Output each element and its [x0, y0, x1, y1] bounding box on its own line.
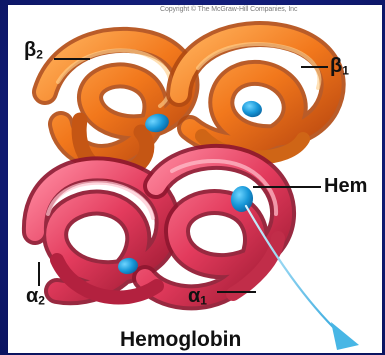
beta1-leader-line — [301, 66, 328, 68]
alpha1-label: α1 — [188, 286, 207, 306]
alpha1-label-subscript: 1 — [200, 293, 207, 307]
beta1-label: β1 — [330, 56, 349, 76]
hemoglobin-caption: Hemoglobin — [120, 329, 241, 350]
heme-label: Hem — [324, 176, 367, 196]
alpha1-leader-line — [217, 291, 256, 293]
alpha1-label-letter: α — [188, 285, 200, 307]
alpha2-label-subscript: 2 — [38, 293, 45, 307]
beta2-leader-line — [54, 58, 90, 60]
beta1-label-subscript: 1 — [342, 63, 349, 77]
alpha-chains — [35, 157, 283, 298]
beta1-label-letter: β — [330, 55, 342, 77]
alpha2-leader-line — [38, 262, 40, 286]
heme-leader-line — [253, 186, 321, 188]
alpha2-label: α2 — [26, 286, 45, 306]
beta2-label-letter: β — [24, 39, 36, 61]
beta1-chain-front — [179, 34, 333, 145]
heme-group-beta1 — [241, 99, 264, 119]
beta2-label-subscript: 2 — [36, 47, 43, 61]
heme-arrow-head — [331, 322, 359, 350]
alpha2-label-letter: α — [26, 285, 38, 307]
beta2-label: β2 — [24, 40, 43, 60]
